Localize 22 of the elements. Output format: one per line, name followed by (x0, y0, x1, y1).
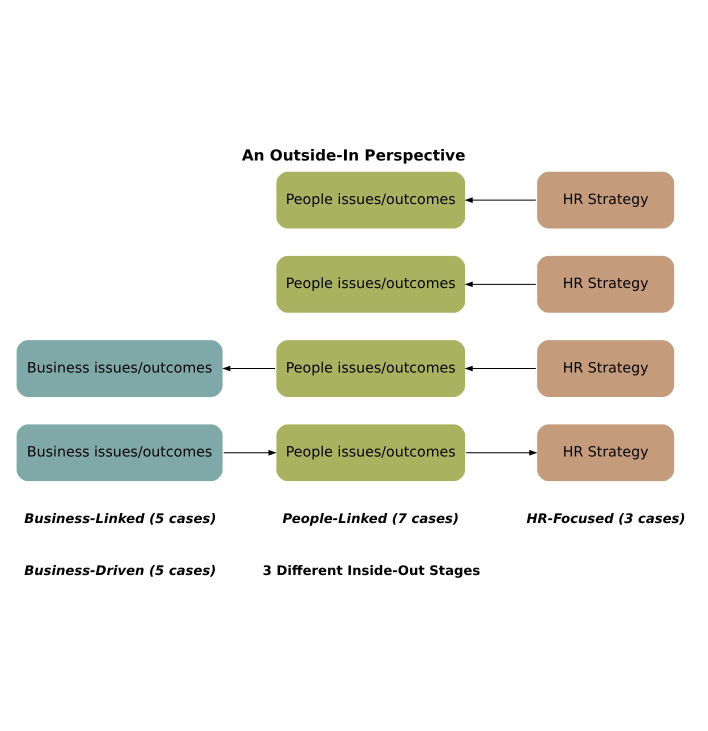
node-box: People issues/outcomes (274, 422, 467, 484)
diagram-title: An Outside-In Perspective (241, 146, 465, 165)
node-box: People issues/outcomes (274, 170, 467, 231)
arrow (223, 450, 276, 456)
label: Business-Driven (5 cases) (24, 564, 216, 579)
node-box: HR Strategy (534, 254, 676, 315)
arrow (464, 281, 536, 288)
arrow (466, 450, 537, 456)
label: HR-Focused (3 cases) (526, 512, 685, 528)
node-box: HR Strategy (534, 170, 676, 231)
arrow (464, 366, 536, 372)
node-box: Business issues/outcomes (14, 338, 224, 399)
node-box: People issues/outcomes (274, 338, 467, 399)
node-box: HR Strategy (534, 338, 676, 399)
label: 3 Different Inside-Out Stages (262, 564, 480, 579)
node-box: Business issues/outcomes (14, 422, 224, 484)
label: People-Linked (7 cases) (282, 512, 458, 528)
node-box: HR Strategy (534, 422, 676, 484)
arrow (222, 366, 275, 372)
arrow (464, 197, 536, 203)
node-box: People issues/outcomes (274, 254, 467, 315)
label: Business-Linked (5 cases) (24, 512, 216, 528)
